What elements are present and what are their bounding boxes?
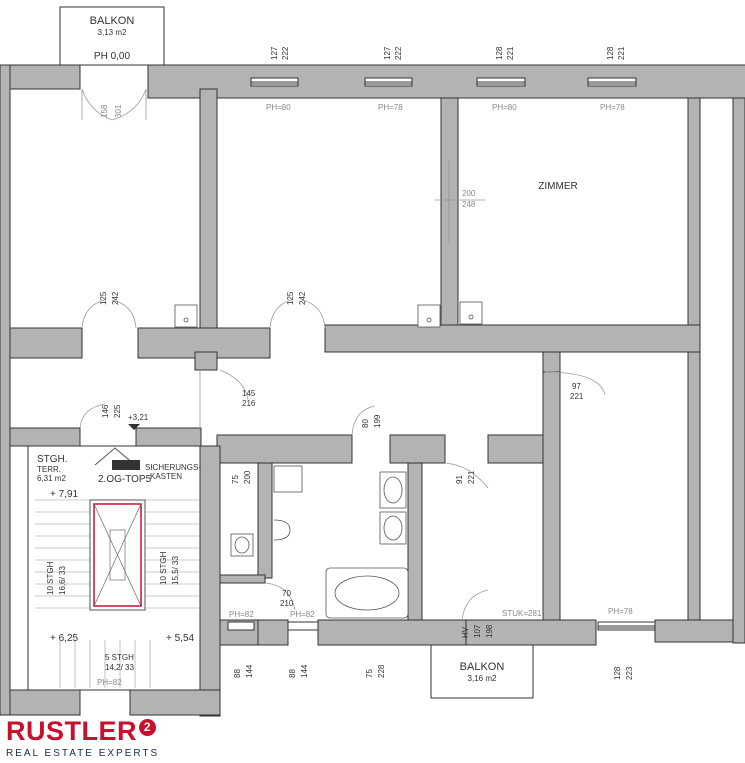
balkon-bottom-name: BALKON	[460, 661, 505, 673]
win4-h: 221	[617, 46, 626, 60]
door-e-w: 97	[572, 382, 581, 391]
door-h-h: 221	[467, 470, 476, 484]
door-j-h: 198	[485, 624, 494, 638]
bottom-ph: PH=82	[97, 678, 122, 687]
elevation-marker-icon	[128, 424, 140, 430]
balkon-door-w: 158	[100, 104, 109, 118]
walls	[0, 64, 745, 717]
left-flight-a: 10 STGH	[46, 561, 55, 595]
bathroom-fixtures	[230, 465, 409, 619]
stairwell	[27, 445, 201, 691]
door-f-w: 80	[361, 419, 370, 428]
door-f-h: 199	[373, 414, 382, 428]
win1-ph: PH=80	[266, 103, 291, 112]
bwin4-ph: PH=78	[608, 607, 633, 616]
win3-ph: PH=80	[492, 103, 517, 112]
bwin4-h: 223	[625, 666, 634, 680]
balkon-bottom	[430, 644, 534, 699]
stgh-label: STGH.	[37, 454, 68, 465]
bwin2-w: 88	[288, 669, 297, 678]
win2-h: 222	[394, 46, 403, 60]
door-d-h: 225	[113, 404, 122, 418]
kasten-label: KASTEN	[150, 472, 182, 481]
level-label: 2.OG-TOP5	[98, 474, 152, 485]
brand-mark-icon: 2	[139, 719, 156, 736]
balkon-top	[59, 6, 165, 66]
door-b-h: 242	[298, 291, 307, 305]
bwin1-h: 144	[245, 664, 254, 678]
bwin1-ph: PH=82	[229, 610, 254, 619]
bwin4-w: 128	[613, 666, 622, 680]
living-door-h: 248	[462, 200, 476, 209]
bottom-doors	[264, 582, 489, 621]
bottom-windows	[227, 621, 656, 631]
terr-area: 6,31 m2	[37, 474, 66, 483]
bwin2-ph: PH=82	[290, 610, 315, 619]
stuk-label: STUK=281	[502, 609, 542, 618]
balkon-door-h: 301	[114, 104, 123, 118]
elev-left: + 6,25	[50, 633, 79, 644]
balkon-bottom-area: 3,16 m2	[468, 674, 497, 683]
win1-h: 222	[281, 46, 290, 60]
radiators	[174, 301, 483, 328]
win3-h: 221	[506, 46, 515, 60]
top-windows	[250, 77, 637, 87]
room-doors	[81, 299, 326, 329]
bottom-flight-b: 14,2/ 33	[105, 663, 134, 672]
sicherung-label: SICHERUNGS-	[145, 463, 201, 472]
bwin3-w: 75	[365, 669, 374, 678]
win4-ph: PH=78	[600, 103, 625, 112]
elev-right: + 5,54	[166, 633, 195, 644]
door-a-w: 125	[99, 291, 108, 305]
living-door-w: 200	[462, 189, 476, 198]
corridor-doors	[79, 369, 606, 489]
balkon-top-name: BALKON	[90, 15, 135, 27]
door-c-w: 145	[242, 389, 256, 398]
win1-w: 127	[270, 46, 279, 60]
right-flight-a: 10 STGH	[159, 551, 168, 585]
win2-ph: PH=78	[378, 103, 403, 112]
win3-w: 128	[495, 46, 504, 60]
door-a-h: 242	[111, 291, 120, 305]
brand-tagline: REAL ESTATE EXPERTS	[6, 748, 160, 759]
hall-elevation: +3,21	[128, 413, 149, 422]
right-flight-b: 15,5/ 33	[171, 556, 180, 585]
win2-w: 127	[383, 46, 392, 60]
elev-top: + 7,91	[50, 489, 79, 500]
bwin3-h: 228	[377, 664, 386, 678]
bwin1-w: 88	[233, 669, 242, 678]
brand-name: RUSTLER	[6, 716, 137, 746]
bottom-flight-a: 5 STGH	[105, 653, 134, 662]
door-g-h: 200	[243, 470, 252, 484]
door-c-h: 216	[242, 399, 256, 408]
hv-label: HV	[461, 626, 470, 638]
balkon-top-area: 3,13 m2	[98, 28, 127, 37]
door-b-w: 125	[286, 291, 295, 305]
zimmer-label: ZIMMER	[538, 181, 577, 192]
door-j-w: 107	[473, 624, 482, 638]
terr-label: TERR.	[37, 465, 61, 474]
bwin2-h: 144	[300, 664, 309, 678]
door-i-w: 70	[282, 589, 291, 598]
balkon-door	[81, 88, 147, 121]
door-e-h: 221	[570, 392, 584, 401]
door-h-w: 91	[455, 475, 464, 484]
door-i-h: 210	[280, 599, 294, 608]
balkon-top-ph: PH 0,00	[94, 51, 131, 62]
left-flight-b: 16,6/ 33	[58, 566, 67, 595]
living-door	[435, 160, 485, 245]
door-d-w: 146	[101, 404, 110, 418]
win4-w: 128	[606, 46, 615, 60]
door-g-w: 75	[231, 475, 240, 484]
